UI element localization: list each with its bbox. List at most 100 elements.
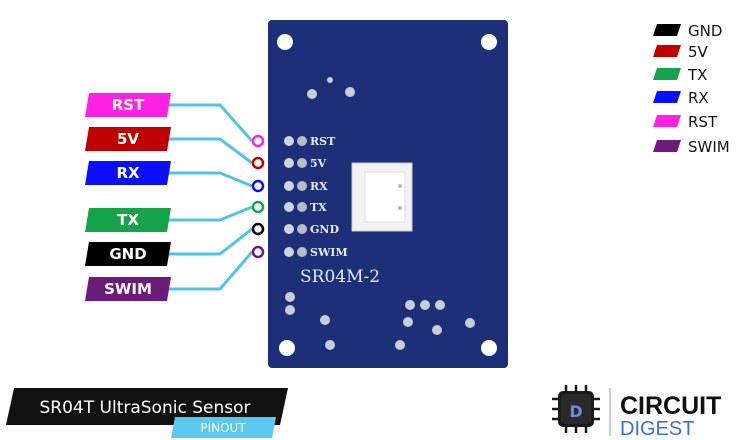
pin-label-box [85,242,171,266]
board-model-label: SR04M-2 [300,267,380,287]
pin-label-text: RX [116,164,140,182]
pin-label-rx: RX [85,161,171,185]
logo-line1: CIRCUIT [620,392,721,420]
pin-marker-tx [251,200,265,214]
bottom-pads [285,292,475,350]
header-pad [297,181,307,191]
pin-label-5v: 5V [85,127,171,151]
solder-pad [320,315,330,325]
title-block: SR04T UltraSonic Sensor PINOUT [6,388,288,438]
pin-label-rst: RST [85,93,171,117]
pin-marker-rx [251,179,265,193]
legend-label: GND [688,22,722,40]
header-pad [297,158,307,168]
jst-connector-housing [364,171,406,223]
wire-gnd [168,227,253,256]
sensor-board: SR04M-2 RST 5V RX TX GND SWIM [268,20,508,368]
legend-label: RST [688,113,718,131]
mount-hole [481,34,497,50]
legend-item-5v: 5V [653,43,709,61]
pin-label-text: SWIM [104,280,152,298]
pin-label-text: TX [117,211,139,229]
logo-line2: DIGEST [620,418,694,440]
circuit-digest-logo: D CIRCUIT DIGEST [552,385,721,440]
solder-pad [285,292,295,302]
pin-label-box [85,208,171,232]
mount-hole [277,34,293,50]
header-pad [284,202,294,212]
wires [168,103,265,291]
legend-swatch [653,91,681,103]
pin-header: RST 5V RX TX GND SWIM [284,135,348,259]
legend-swatch [653,68,681,80]
wire-swim [168,251,254,291]
legend-item-rx: RX [653,89,709,107]
subtitle-text: PINOUT [200,421,246,435]
legend-swatch [653,24,681,36]
header-pad [284,136,294,146]
wire-rst [168,103,254,142]
silkscreen-5v: 5V [310,157,327,170]
header-pad [284,224,294,234]
pin-label-text: GND [109,245,146,263]
legend-item-rst: RST [653,113,718,131]
header-pad [284,247,294,257]
silkscreen-tx: TX [310,201,327,214]
pin-label-swim: SWIM [85,277,171,301]
header-pad [297,136,307,146]
header-pad [297,202,307,212]
wire-5v [168,137,253,165]
wire-tx [168,205,253,222]
silkscreen-rst: RST [310,135,336,148]
mount-hole [481,340,497,356]
via [307,89,317,99]
pin-marker-gnd [251,222,265,236]
legend-label: SWIM [688,138,730,156]
legend-swatch [653,140,681,152]
silkscreen-rx: RX [310,180,328,193]
silkscreen-swim: SWIM [310,246,348,259]
legend-swatch [653,45,681,57]
via [345,87,355,97]
title-text: SR04T UltraSonic Sensor [40,398,251,418]
pin-label-box [85,161,171,185]
svg-text:D: D [569,402,582,421]
solder-pad [405,300,415,310]
connector-pin [398,206,402,210]
legend-item-gnd: GND [653,22,722,40]
pin-marker-5v [251,156,265,170]
pin-label-box [85,127,171,151]
legend: GND 5V TX RX RST SWIM [653,22,730,156]
subtitle-banner [171,417,276,438]
pin-labels: RST 5V RX TX GND SWIM [85,93,171,301]
header-pad [284,181,294,191]
pin-label-box [85,93,171,117]
legend-label: 5V [688,43,709,61]
pin-label-text: 5V [117,130,139,148]
connector-pin [398,184,402,188]
pin-label-box [85,277,171,301]
solder-pad [465,318,475,328]
pin-marker-rst [251,134,265,148]
pin-marker-swim [251,245,265,259]
title-banner [6,388,288,425]
legend-swatch [653,115,681,127]
pin-label-text: RST [112,96,145,114]
solder-pad [403,317,413,327]
silkscreen-gnd: GND [310,223,339,236]
wire-rx [168,171,253,188]
pin-label-gnd: GND [85,242,171,266]
header-pad [297,247,307,257]
legend-item-tx: TX [653,66,707,84]
legend-label: RX [688,89,709,107]
mount-hole [279,340,295,356]
solder-pad [325,340,335,350]
legend-label: TX [687,66,707,84]
header-pad [284,158,294,168]
solder-pad [432,325,442,335]
solder-pad [285,305,295,315]
pin-label-tx: TX [85,208,171,232]
via [327,77,333,83]
header-pad [297,224,307,234]
